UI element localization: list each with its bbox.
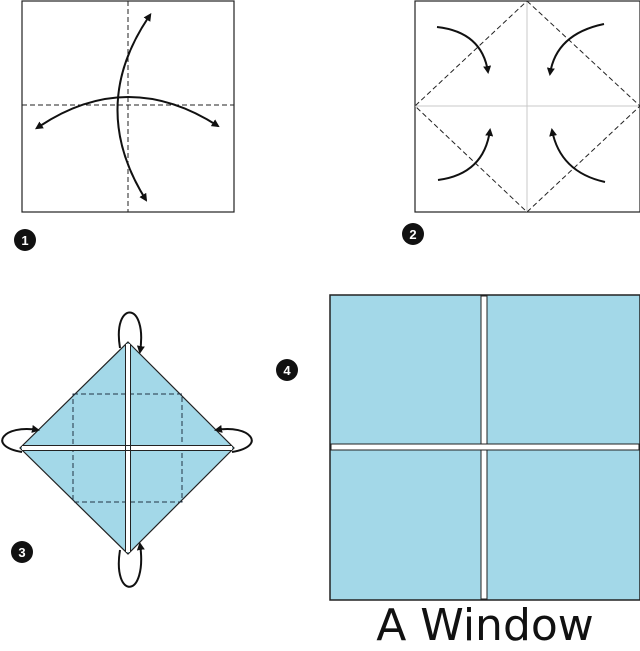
- fold-arrow-horizontal: [34, 96, 220, 130]
- flip-arrow-left: [1, 425, 40, 453]
- flip-arrow-top: [117, 311, 145, 354]
- fold-arrow-bottom-right: [549, 128, 606, 183]
- step-2-panel: [414, 0, 640, 213]
- step-1-panel: [21, 0, 235, 213]
- step-badge-3: 3: [11, 541, 33, 563]
- fold-arrow-vertical: [116, 13, 152, 202]
- fold-arrow-bottom-left: [437, 128, 494, 181]
- step-badge-2: 2: [402, 223, 424, 245]
- svg-text:1: 1: [21, 233, 28, 248]
- step-badge-1: 1: [14, 229, 36, 251]
- step-badge-4: 4: [276, 359, 298, 381]
- flip-arrow-right: [214, 425, 253, 453]
- svg-text:2: 2: [409, 227, 416, 242]
- svg-text:4: 4: [283, 363, 291, 378]
- diagram-title: A Window: [376, 600, 594, 651]
- step-3-panel: [1, 311, 253, 588]
- fold-arrow-top-left: [436, 26, 492, 74]
- corner-fold-lines: [414, 0, 640, 213]
- svg-text:3: 3: [18, 545, 25, 560]
- flip-arrow-bottom: [117, 542, 145, 588]
- fold-arrow-top-right: [546, 23, 605, 76]
- step-4-window: [329, 294, 640, 601]
